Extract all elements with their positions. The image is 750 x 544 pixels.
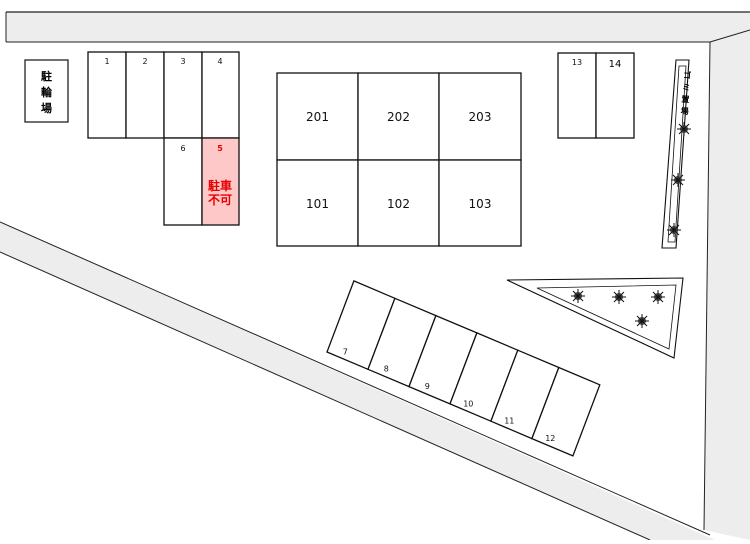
- parking-slot-number: 9: [425, 382, 430, 391]
- shrub-icon: [612, 290, 626, 304]
- parking-slot-number: 10: [463, 399, 473, 408]
- parking-slot-number: 5: [217, 144, 223, 153]
- unit-number: 101: [306, 197, 329, 211]
- parking-slot-number: 6: [180, 144, 185, 153]
- unit-number: 203: [469, 110, 492, 124]
- parking-slots-top-row: 1 2 3 4: [87, 51, 240, 139]
- unit-101[interactable]: [276, 159, 359, 247]
- parking-slots-lower: 6 5 駐車 不可: [163, 137, 240, 226]
- bicycle-parking-label: 場: [41, 101, 52, 115]
- parking-slot-number: 11: [504, 417, 514, 426]
- parking-slot-number: 3: [180, 57, 185, 66]
- road-diagonal: [0, 221, 715, 541]
- parking-slots-right: 13 14: [557, 52, 635, 139]
- shrub-icon: [635, 314, 649, 328]
- parking-slot-number: 1: [104, 57, 109, 66]
- bicycle-parking-label: 輪: [41, 85, 53, 99]
- parking-slot-12[interactable]: [531, 366, 601, 457]
- unit-203[interactable]: [438, 72, 522, 161]
- parking-slot-5-unavailable[interactable]: [201, 137, 240, 226]
- no-parking-label: 不可: [208, 193, 232, 207]
- unit-number: 102: [387, 197, 410, 211]
- parking-slot-number: 8: [384, 365, 389, 374]
- unit-number: 103: [469, 197, 492, 211]
- road-right: [703, 29, 750, 540]
- bicycle-parking-area: 駐 輪 場: [24, 59, 69, 123]
- garbage-area-label: 場: [680, 106, 689, 117]
- parking-slot-13[interactable]: [557, 52, 597, 139]
- bicycle-parking-label: 駐: [41, 69, 52, 83]
- apartment-building: 201 202 203 101 102 103: [276, 72, 522, 247]
- parking-slot-6[interactable]: [163, 137, 203, 226]
- garbage-area: ゴ ミ 置 場: [661, 59, 692, 249]
- parking-slot-number: 13: [572, 58, 582, 67]
- shrub-icon: [651, 290, 665, 304]
- parking-slot-number: 12: [545, 434, 555, 443]
- parking-slots-angled: 7 8 9 10 11 12: [326, 280, 601, 457]
- unit-number: 202: [387, 110, 410, 124]
- parking-slot-1[interactable]: [87, 51, 127, 139]
- parking-slot-4[interactable]: [201, 51, 240, 139]
- parking-slot-2[interactable]: [125, 51, 165, 139]
- shrub-icon: [671, 173, 685, 187]
- parking-slot-number: 4: [217, 57, 222, 66]
- parking-slot-3[interactable]: [163, 51, 203, 139]
- garbage-area-label: ゴ: [683, 70, 692, 81]
- parking-slot-number: 7: [343, 347, 348, 356]
- shrub-icon: [677, 122, 691, 136]
- unit-103[interactable]: [438, 159, 522, 247]
- shrub-icon: [667, 223, 681, 237]
- road-top: [5, 11, 750, 43]
- unit-102[interactable]: [357, 159, 440, 247]
- unit-number: 201: [306, 110, 329, 124]
- no-parking-label: 駐車: [208, 178, 232, 193]
- garbage-area-label: 置: [681, 94, 690, 105]
- parking-slot-number: 14: [609, 59, 622, 70]
- parking-slot-number: 2: [142, 57, 147, 66]
- parking-slot-14[interactable]: [595, 52, 635, 139]
- shrub-icon: [571, 289, 585, 303]
- garbage-area-label: ミ: [682, 83, 691, 93]
- planter-triangle: [506, 277, 684, 359]
